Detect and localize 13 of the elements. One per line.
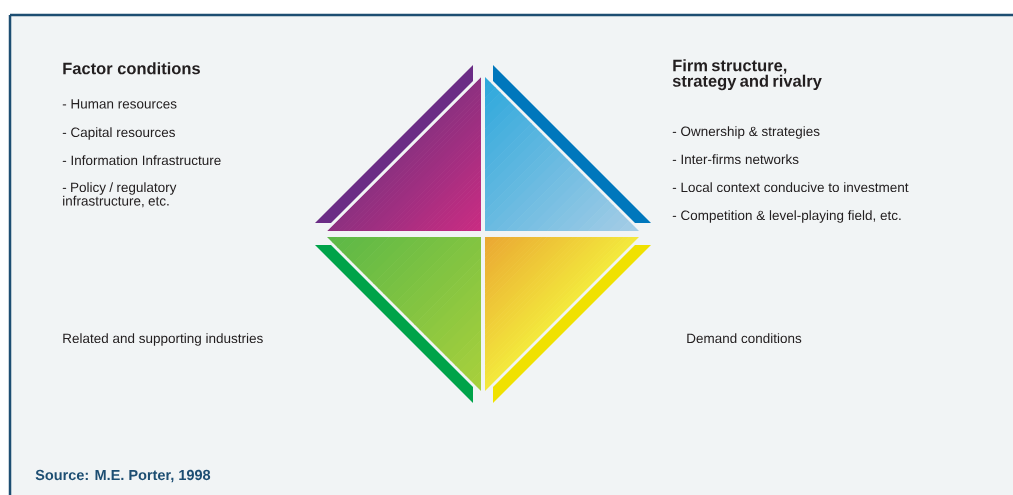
list-item: - Policy / regulatory infrastructure, etc. [62, 182, 177, 208]
list-item: - Ownership & strategies [672, 126, 820, 139]
heading: Firm structure, strategy and rivalry [672, 59, 822, 91]
list-item: - Information Infrastructure [62, 155, 221, 166]
quadrant-label: Related and supporting industries [63, 333, 263, 346]
quadrant-label: Demand conditions [687, 333, 802, 344]
list-item: - Local context conducive to investment [672, 182, 909, 193]
list-item: - Inter-firms networks [672, 154, 799, 165]
heading: Factor conditions [63, 62, 200, 75]
list-item: - Competition & level-playing field, etc. [672, 210, 901, 223]
source-caption: Source: M.E. Porter, 1998 [35, 469, 211, 483]
list-item: - Human resources [62, 99, 177, 109]
list-item: - Capital resources [62, 127, 175, 140]
